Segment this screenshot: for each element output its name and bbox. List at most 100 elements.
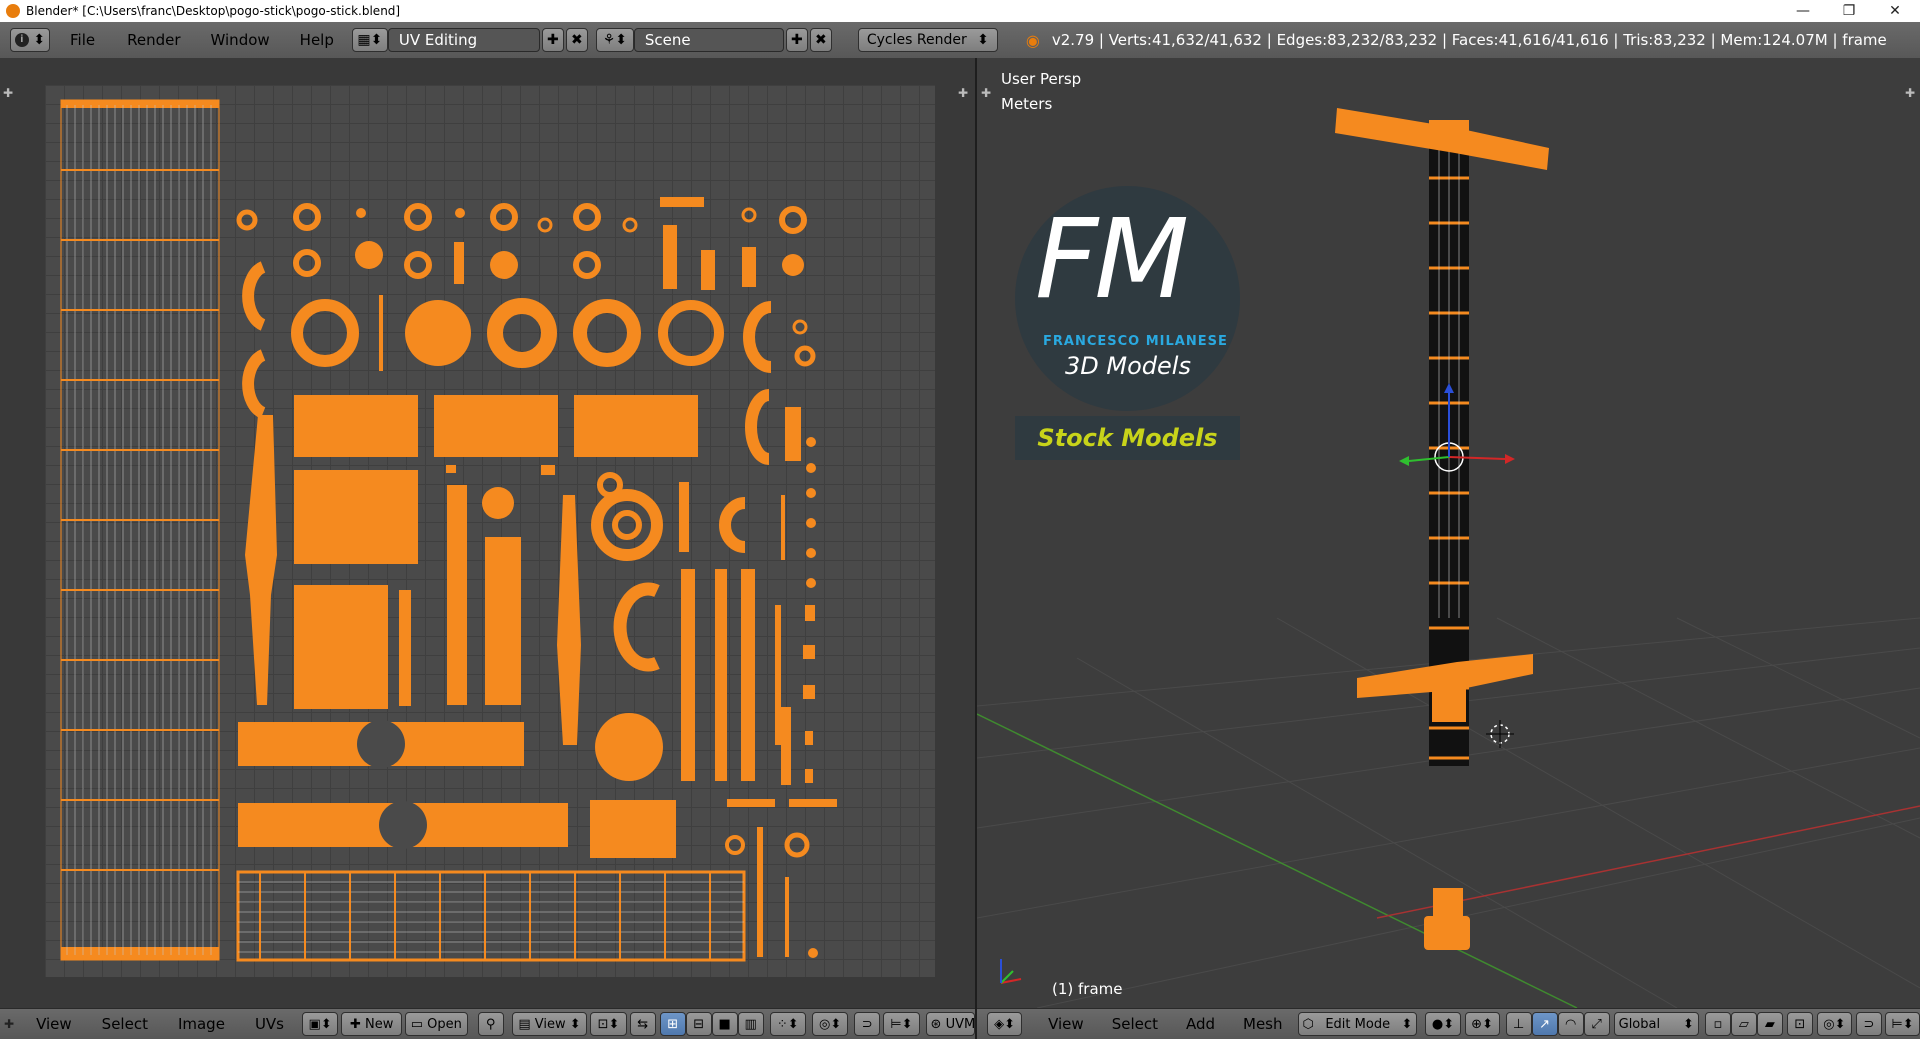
menu-uvs[interactable]: UVs [254,1015,284,1033]
menu-file[interactable]: File [70,31,96,49]
x-icon: ✖ [571,32,583,48]
face-select-icon: ▰ [1764,1016,1775,1032]
editor-divider[interactable] [975,58,977,1039]
uv-canvas[interactable] [45,85,935,977]
menu-render[interactable]: Render [127,31,181,49]
render-engine-dropdown[interactable]: Cycles Render ⬍ [857,28,998,52]
uv-image-editor[interactable]: ✚ ✚ [0,58,975,1008]
delete-scene-button[interactable]: ✖ [809,28,832,52]
magnet-icon: ⊃ [1863,1016,1875,1032]
delete-screen-button[interactable]: ✖ [565,28,588,52]
region-toggle-icon[interactable]: ✚ [958,86,969,100]
pivot-point-dropdown[interactable]: ⊕⬍ [1464,1012,1500,1036]
mode-dropdown[interactable]: ⬡Edit Mode⬍ [1297,1012,1418,1036]
uv-island-bottom-strip [236,870,746,962]
uv-map-label: UVM [945,1016,976,1032]
cube-icon: ◈ [994,1016,1005,1032]
add-scene-button[interactable]: ✚ [785,28,808,52]
face-select-button[interactable]: ▰ [1756,1012,1783,1036]
pin-image-button[interactable]: ⚲ [477,1012,504,1036]
manipulator-toggle-button[interactable]: ⊥ [1505,1012,1532,1036]
plus-icon: ✚ [349,1016,361,1032]
snap-increment-icon: ⊨ [1891,1016,1903,1032]
pin-icon: ⚲ [485,1016,496,1032]
region-toggle-icon[interactable]: ✚ [981,86,992,100]
vertex-select-button[interactable]: ▫ [1704,1012,1731,1036]
snap-toggle-button[interactable]: ⊃ [854,1012,881,1036]
editor-type-info-button[interactable]: i ⬍ [10,28,50,52]
uv-map-selector[interactable]: ⊛ UVM [925,1012,976,1036]
face-select-icon: ■ [718,1016,731,1032]
scene-selector[interactable]: ⚘⬍ [595,28,634,52]
close-button[interactable]: ✕ [1889,3,1901,19]
menu-mesh[interactable]: Mesh [1243,1015,1283,1033]
edge-select-button[interactable]: ▱ [1730,1012,1757,1036]
new-image-button[interactable]: ✚ New [341,1012,403,1036]
minimize-button[interactable]: — [1796,3,1810,19]
uv-island-tall-strip [60,99,220,961]
magnet-icon: ⊃ [861,1016,873,1032]
sticky-icon: ⁘ [776,1016,788,1032]
menu-add[interactable]: Add [1185,1015,1216,1033]
window-title-bar: Blender* [C:\Users\franc\Desktop\pogo-st… [0,0,1920,22]
uv-island-misc [591,437,816,785]
orientation-label: Global [1618,1016,1661,1032]
vertex-select-button[interactable]: ⊞ [659,1012,686,1036]
snap-toggle-button[interactable]: ⊃ [1855,1012,1882,1036]
vertex-select-icon: ⊞ [667,1016,679,1032]
translate-manipulator-button[interactable]: ↗ [1531,1012,1558,1036]
updown-arrow-icon: ⬍ [977,32,989,48]
region-toggle-icon[interactable]: ✚ [3,86,14,100]
editor-type-3dview-button[interactable]: ◈⬍ [987,1012,1023,1036]
snap-element-dropdown[interactable]: ⊨⬍ [1884,1012,1920,1036]
screen-layout-field[interactable]: UV Editing [387,28,540,52]
snap-element-dropdown[interactable]: ⊨⬍ [883,1012,920,1036]
image-icon: ▣ [308,1016,321,1032]
axis-gizmo [1000,959,1022,984]
new-image-label: New [365,1016,394,1032]
3d-viewport[interactable]: ✚ ✚ User Persp Meters [977,58,1920,1008]
menu-select[interactable]: Select [101,1015,148,1033]
limit-selection-button[interactable]: ⊡ [1786,1012,1813,1036]
sticky-selection-dropdown[interactable]: ⁘⬍ [769,1012,806,1036]
pogo-stick-mesh [1335,108,1549,950]
watermark-subtitle: 3D Models [1065,352,1191,380]
shading-dropdown[interactable]: ●⬍ [1425,1012,1461,1036]
folder-icon: ▭ [410,1016,424,1032]
menu-view[interactable]: View [1048,1015,1084,1033]
scale-manipulator-button[interactable]: ⤢ [1583,1012,1610,1036]
updown-arrow-icon: ⬍ [1682,1016,1694,1032]
scene-field[interactable]: Scene [633,28,784,52]
scene-statistics: v2.79 | Verts:41,632/41,632 | Edges:83,2… [1051,31,1887,49]
region-toggle-icon[interactable]: ✚ [1905,86,1916,100]
restore-button[interactable]: ❐ [1842,3,1856,19]
menu-help[interactable]: Help [299,31,334,49]
view-mode-dropdown[interactable]: ▤ View ⬍ [511,1012,588,1036]
menu-select[interactable]: Select [1111,1015,1158,1033]
manipulator-icon: ⊥ [1512,1016,1525,1032]
island-select-button[interactable]: ▥ [737,1012,764,1036]
add-screen-button[interactable]: ✚ [541,28,564,52]
pivot-dropdown[interactable]: ⊡⬍ [590,1012,627,1036]
image-browse-button[interactable]: ▣⬍ [302,1012,339,1036]
menu-window[interactable]: Window [210,31,270,49]
edge-select-button[interactable]: ⊟ [685,1012,712,1036]
view-mode-label: View [534,1016,566,1032]
rotate-manipulator-button[interactable]: ◠ [1557,1012,1584,1036]
face-select-button[interactable]: ■ [711,1012,738,1036]
sync-selection-button[interactable]: ⇆ [629,1012,656,1036]
island-select-icon: ▥ [744,1016,757,1032]
screen-layout-selector[interactable]: ▦⬍ [351,28,388,52]
orientation-dropdown[interactable]: Global ⬍ [1613,1012,1699,1036]
proportional-edit-dropdown[interactable]: ◎⬍ [811,1012,849,1036]
proportional-icon: ◎ [818,1016,831,1032]
menu-image[interactable]: Image [177,1015,225,1033]
proportional-edit-dropdown[interactable]: ◎⬍ [1816,1012,1852,1036]
region-toggle-icon[interactable]: ✚ [4,1017,15,1031]
open-image-button[interactable]: ▭ Open [405,1012,468,1036]
3d-view-header: ◈⬍ View Select Add Mesh ⬡Edit Mode⬍ ●⬍ ⊕… [977,1008,1920,1039]
active-object-label: (1) frame [1052,980,1123,998]
watermark-logo-letters: FM [1035,195,1189,323]
menu-view[interactable]: View [36,1015,72,1033]
uv-layout [60,99,837,962]
